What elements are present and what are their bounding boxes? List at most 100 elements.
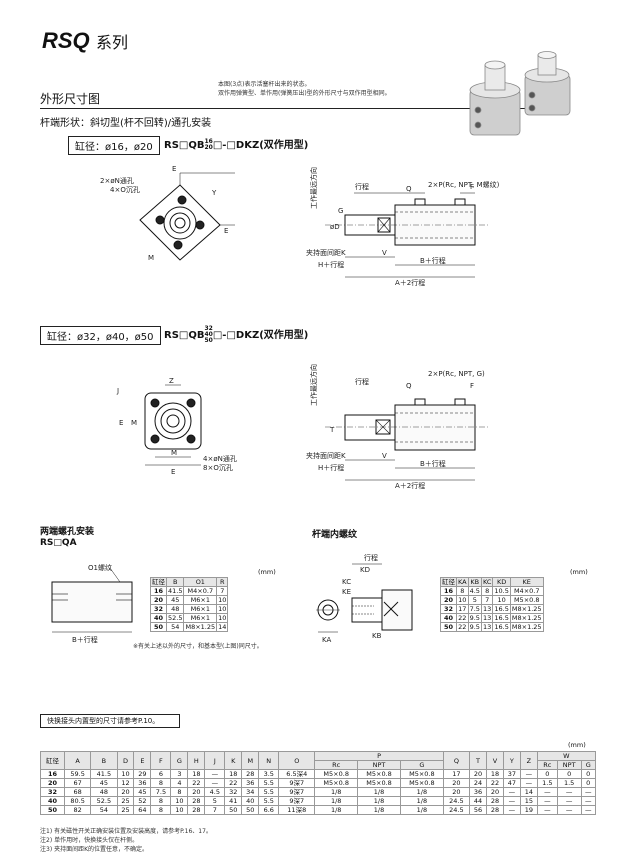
table-cell: — xyxy=(536,787,558,797)
table-cell: M5×0.8 xyxy=(399,778,444,788)
table-cell: — xyxy=(519,769,538,779)
table-cell: 18 xyxy=(485,769,504,779)
product-photo xyxy=(469,51,571,136)
dim-KA-label: KA xyxy=(322,636,331,644)
table-cell: 80.5 xyxy=(64,796,92,806)
table-cell: 10 xyxy=(170,805,189,815)
table-cell: 9.5 xyxy=(467,622,482,632)
table-cell: 18 xyxy=(224,769,243,779)
table-cell: 50 xyxy=(39,805,66,815)
table-cell: 16.5 xyxy=(492,613,511,623)
table-cell: 41.5 xyxy=(165,586,185,596)
table-cell: M5×0.8 xyxy=(509,595,544,605)
table-cell: 1/8 xyxy=(399,796,444,806)
table-cell: 1/8 xyxy=(399,787,444,797)
rod-end-subtitle: 杆端形状：斜切型(杆不回转)/通孔安装 xyxy=(40,118,212,129)
dim-D-label: øD xyxy=(330,223,340,231)
table-cell: 20 xyxy=(442,778,471,788)
table-cell: 3.5 xyxy=(258,769,280,779)
table-cell: 24 xyxy=(469,778,487,788)
table-cell: 59.5 xyxy=(64,769,92,779)
table-cell: — xyxy=(204,769,226,779)
table-cell: 20 xyxy=(469,769,487,779)
table-cell: 20 xyxy=(440,595,457,605)
dim-F-label: F xyxy=(470,183,474,191)
table-header: M xyxy=(241,751,260,770)
main-notes: 注1) 有关磁性开关正确安装位置及安装高度，请参考P.16、17。注2) 单作用… xyxy=(40,828,212,853)
table-cell: 32 xyxy=(440,604,457,614)
cbore-label-2: 8×O沉孔 xyxy=(203,464,233,472)
table-cell: 14 xyxy=(519,787,538,797)
table-cell: M5×0.8 xyxy=(314,769,359,779)
table-cell: 36 xyxy=(469,787,487,797)
table-cell: 9深7 xyxy=(278,787,316,797)
table-cell: 13 xyxy=(480,613,494,623)
table-cell: — xyxy=(502,805,521,815)
page-title: RSQ 系列 xyxy=(42,28,129,53)
stroke-label: 行程 xyxy=(355,182,369,191)
table-cell: — xyxy=(204,778,226,788)
table-subheader: G xyxy=(580,760,596,770)
table-cell: 41.5 xyxy=(90,769,118,779)
dim-Q2-label: Q xyxy=(406,382,412,390)
dim-KD-label: KD xyxy=(360,566,370,574)
table-cell: 1.5 xyxy=(536,778,558,788)
table-cell: 40 xyxy=(440,613,457,623)
table-cell: 20 xyxy=(485,787,504,797)
bore-label-1: 缸径：ø16，ø20 xyxy=(68,136,160,155)
dim-M2-label: M xyxy=(131,419,137,427)
table-cell: 17 xyxy=(456,604,469,614)
table-cell: 52.5 xyxy=(90,796,118,806)
port-label-2: 2×P(Rc, NPT, G) xyxy=(428,370,485,378)
both-unit: (mm) xyxy=(258,568,276,576)
table-header: KC xyxy=(480,577,494,587)
table-header: T xyxy=(469,751,487,770)
table-cell: 6 xyxy=(150,769,172,779)
table-cell: 8 xyxy=(456,586,469,596)
table-header: P xyxy=(314,751,444,761)
table-cell: — xyxy=(536,796,558,806)
rodend-stroke: 行程 xyxy=(364,553,378,562)
table-cell: 16 xyxy=(440,586,457,596)
direction-label-2: 工作最远方向 xyxy=(309,364,318,406)
table-cell: 0 xyxy=(580,769,596,779)
dim-G-label: G xyxy=(338,207,343,215)
front-view-2: Z J E M M E 4×øN通孔 8×O沉孔 xyxy=(116,377,237,476)
table-cell: 28 xyxy=(187,796,206,806)
table-header: KB xyxy=(467,577,482,587)
table-cell: 24.5 xyxy=(442,805,471,815)
table-cell: 1/8 xyxy=(357,805,401,815)
table-cell: 48 xyxy=(90,787,118,797)
main-unit: (mm) xyxy=(568,741,586,749)
dim-E2-label: E xyxy=(224,227,228,235)
table-cell: 20 xyxy=(442,787,471,797)
table-cell: 25 xyxy=(116,805,135,815)
table-cell: 12 xyxy=(116,778,135,788)
table-cell: 14 xyxy=(216,622,229,632)
table-cell: M5×0.8 xyxy=(357,778,401,788)
both-end-drawing: O1螺纹 B＋行程 xyxy=(51,563,133,644)
dim-E-label: E xyxy=(172,165,176,173)
table-cell: M6×1 xyxy=(183,613,218,623)
table-header: N xyxy=(258,751,280,770)
table-cell: 22 xyxy=(456,613,469,623)
table-cell: 67 xyxy=(64,778,92,788)
table-cell: 28 xyxy=(485,796,504,806)
dim-M-label: M xyxy=(148,254,154,262)
table-cell: 5.5 xyxy=(258,787,280,797)
table-header: B xyxy=(90,751,118,770)
table-cell: 10 xyxy=(216,613,229,623)
